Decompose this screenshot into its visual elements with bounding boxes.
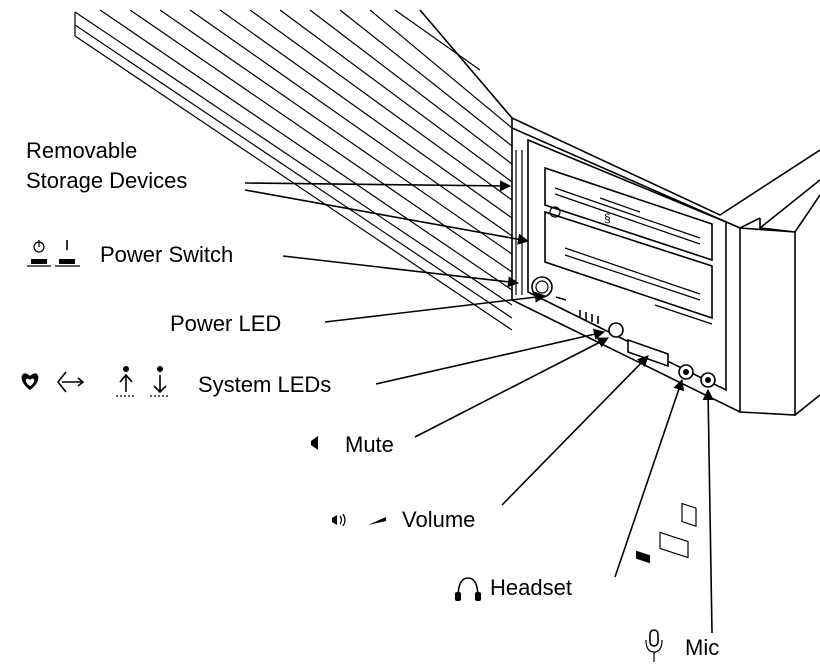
label-power-led: Power LED [170,311,281,336]
label-headset: Headset [490,575,572,600]
label-power-switch: Power Switch [100,242,233,267]
chassis-top-stripes [74,9,513,331]
speaker-volume-icon [332,513,346,527]
computer-chassis: § [74,9,820,564]
label-mute: Mute [345,432,394,457]
disk-up-icon [116,366,136,397]
microphone-icon [645,629,663,662]
label-volume: Volume [402,507,475,532]
speaker-mute-icon [311,436,318,450]
headphones-icon [455,577,481,601]
heart-icon [21,373,39,390]
power-on-icon [55,240,80,267]
disk-down-icon [150,366,170,397]
svg-text:§: § [604,211,611,225]
label-system-leds: System LEDs [198,372,331,397]
volume-slider-icon [368,517,386,525]
standby-power-icon [27,240,51,267]
label-removable-line1: Removable [26,138,137,163]
label-removable-line2: Storage Devices [26,168,187,193]
label-mic: Mic [685,635,719,660]
network-icon [56,371,85,393]
leader-lines [244,180,714,634]
